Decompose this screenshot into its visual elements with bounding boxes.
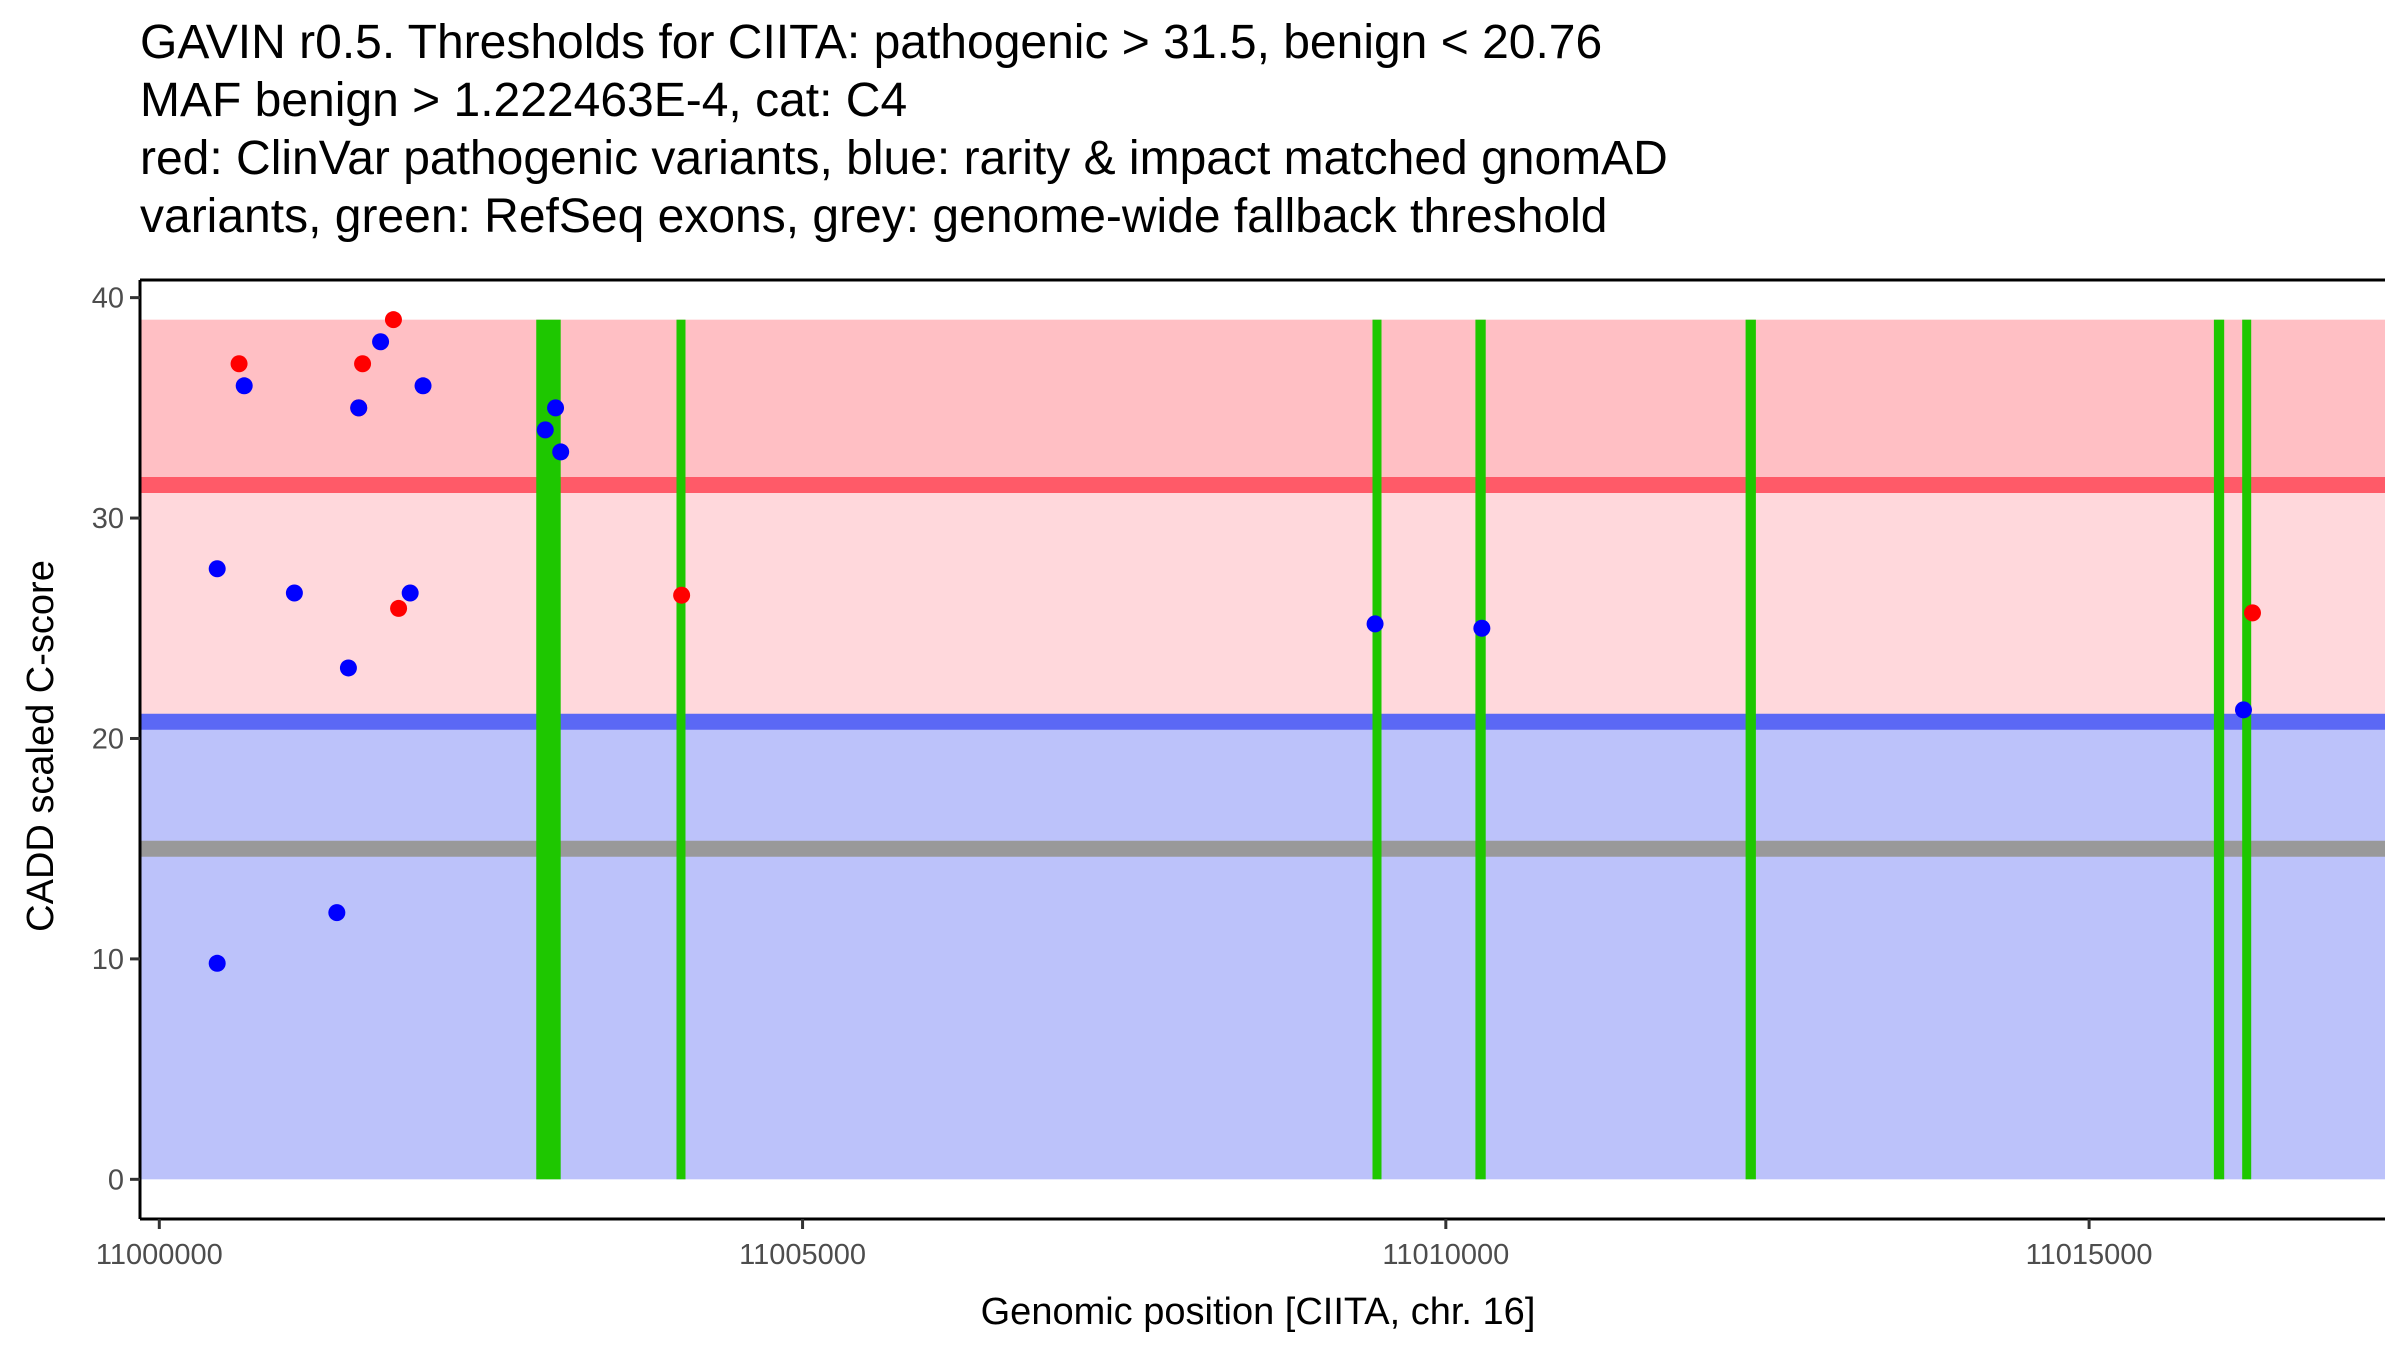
data-point-gnomad-16: [2234, 701, 2252, 719]
chart-title-line-1: GAVIN r0.5. Thresholds for CIITA: pathog…: [140, 16, 1603, 69]
data-point-gnomad-1: [235, 377, 253, 395]
y-tick-label-20: 20: [92, 723, 124, 755]
data-point-clinvar-1: [230, 355, 248, 373]
data-point-gnomad-3: [208, 954, 226, 972]
y-tick-label-30: 30: [92, 503, 124, 535]
exon-bar-2: [676, 319, 686, 1180]
data-point-gnomad-12: [547, 399, 565, 417]
y-tick-label-0: 0: [108, 1164, 124, 1196]
data-point-clinvar-5: [390, 599, 408, 617]
data-point-gnomad-2: [208, 560, 226, 578]
x-tick-label-11000000: 11000000: [96, 1239, 223, 1271]
exon-bar-5: [1745, 319, 1756, 1180]
region-benign: [140, 721, 2385, 1180]
chart-title-line-2: MAF benign > 1.222463E-4, cat: C4: [140, 74, 908, 127]
data-point-gnomad-7: [350, 399, 368, 417]
data-point-gnomad-10: [401, 584, 419, 602]
exon-bar-4: [1475, 319, 1486, 1180]
data-point-gnomad-15: [1473, 619, 1491, 637]
region-intermediate: [140, 484, 2385, 722]
data-point-gnomad-4: [285, 584, 303, 602]
region-pathogenic: [140, 319, 2385, 485]
axes: 0 10 20 30 40 11000000 11005000 11010000 1101500…: [92, 278, 2385, 1271]
threshold-regions: [140, 319, 2385, 1180]
x-tick-label-11005000: 11005000: [739, 1239, 866, 1271]
data-point-gnomad-8: [372, 333, 390, 351]
chart-title: GAVIN r0.5. Thresholds for CIITA: pathog…: [140, 14, 2380, 246]
data-point-clinvar-6: [673, 586, 691, 604]
data-point-gnomad-14: [1366, 615, 1384, 633]
data-point-clinvar-7: [2243, 604, 2261, 622]
chart-title-line-4: variants, green: RefSeq exons, grey: gen…: [140, 190, 1608, 243]
y-tick-label-10: 10: [92, 944, 124, 976]
exon-bar-3: [1372, 319, 1382, 1180]
x-tick-label-11015000: 11015000: [2026, 1239, 2153, 1271]
data-point-gnomad-13: [552, 443, 570, 461]
data-point-gnomad-6: [339, 659, 357, 677]
chart-title-line-3: red: ClinVar pathogenic variants, blue: …: [140, 132, 1668, 185]
data-point-gnomad-9: [414, 377, 432, 395]
data-point-gnomad-11: [536, 421, 554, 439]
data-point-clinvar-3: [354, 355, 372, 373]
y-tick-label-40: 40: [92, 283, 124, 315]
exon-bar-6: [2213, 319, 2225, 1180]
x-tick-label-11010000: 11010000: [1382, 1239, 1509, 1271]
exon-bar-1: [536, 319, 561, 1180]
exon-bars: [536, 319, 2252, 1180]
data-point-gnomad-5: [328, 904, 346, 922]
exon-bar-7: [2242, 319, 2252, 1180]
y-axis-title: CADD scaled C-score: [20, 560, 62, 932]
threshold-lines: [140, 476, 2385, 857]
x-axis-title: Genomic position [CIITA, chr. 16]: [981, 1291, 1536, 1333]
variant-points: [208, 311, 2261, 972]
data-point-clinvar-4: [384, 311, 402, 329]
